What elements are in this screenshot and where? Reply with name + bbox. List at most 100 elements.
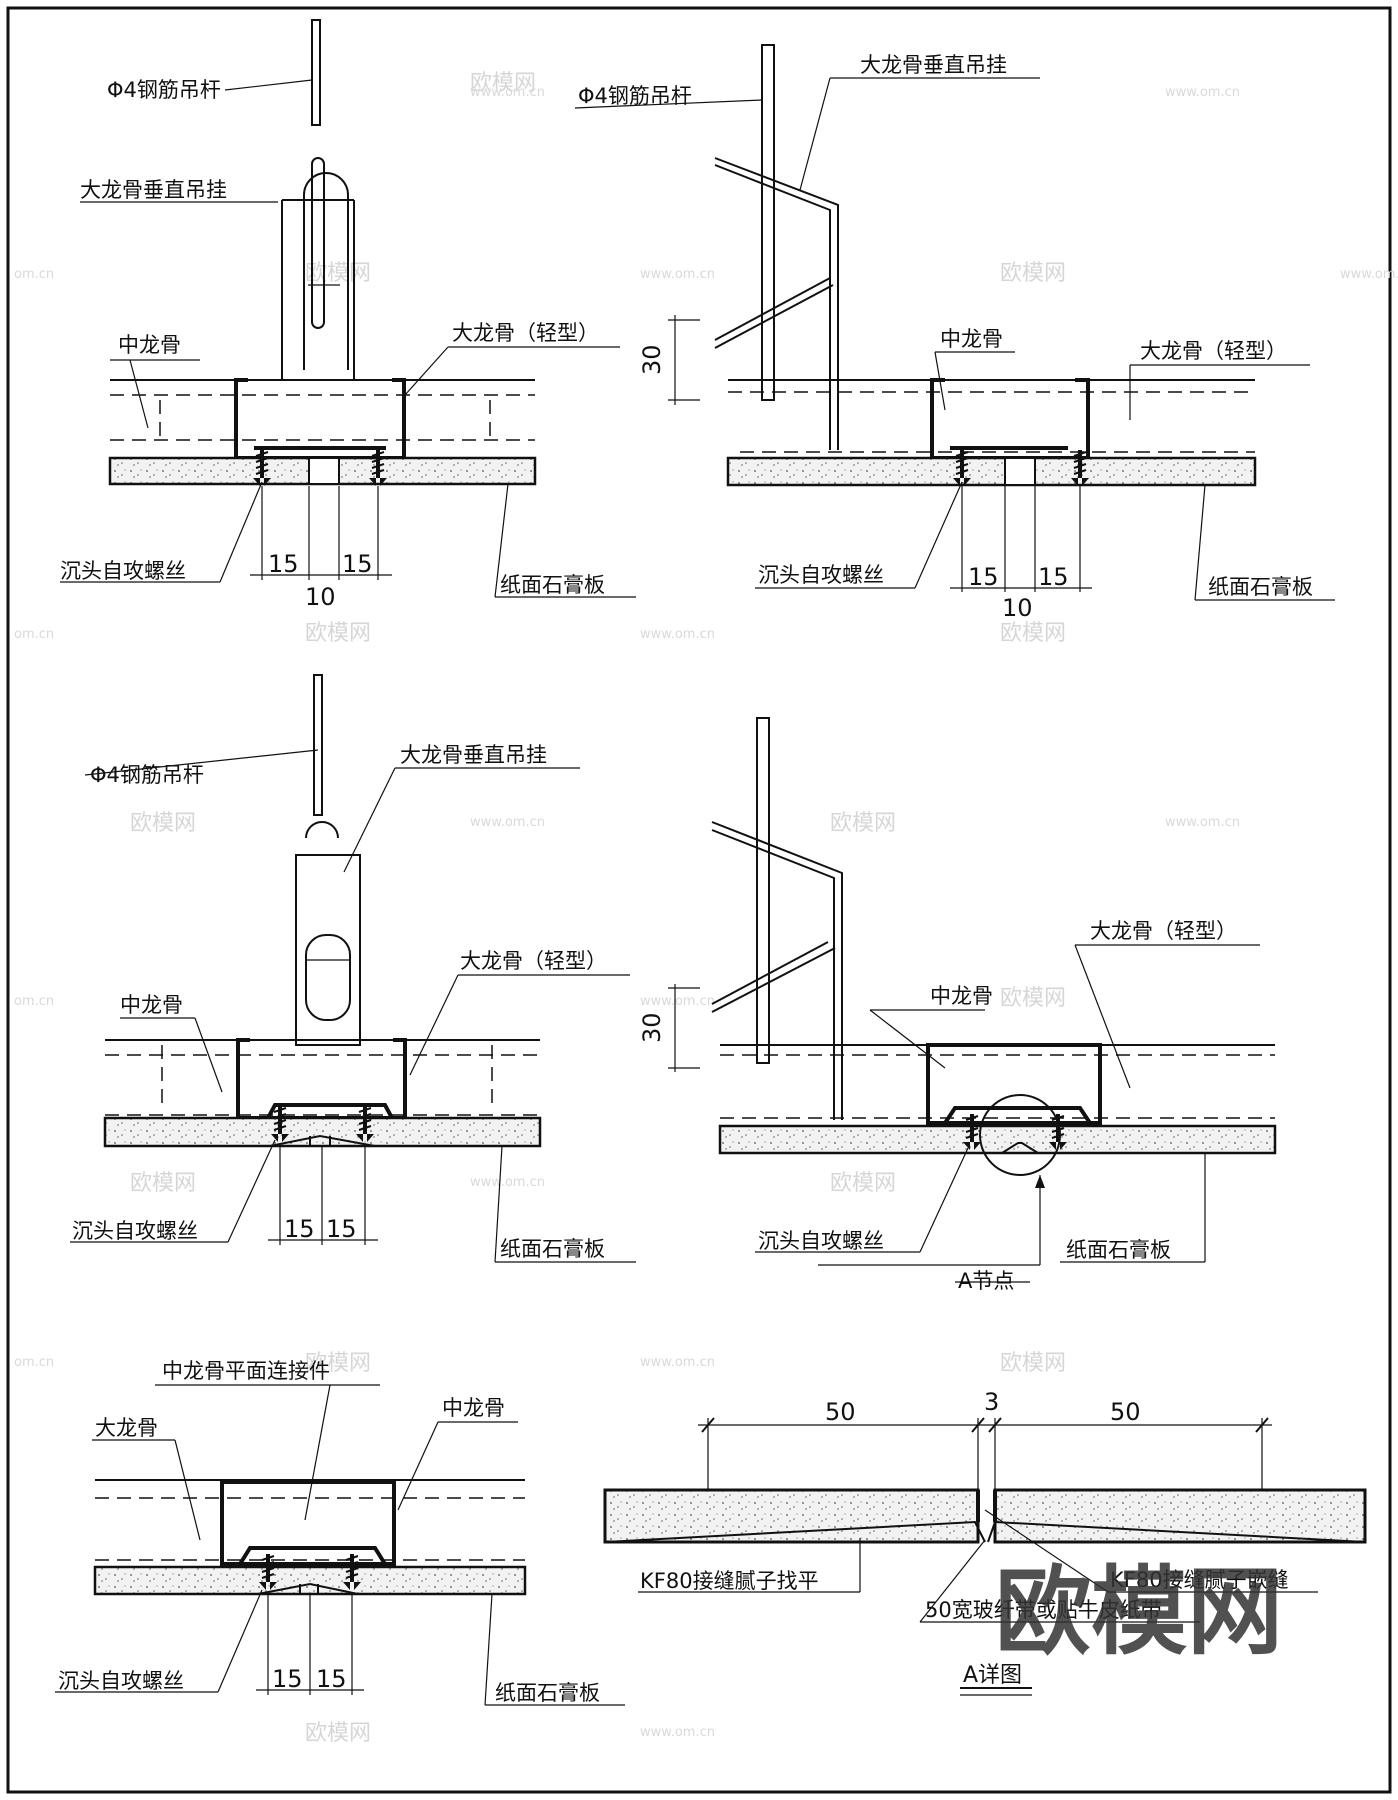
- detail-4: 30 A节点 中龙骨 大龙骨（轻型） 沉头自攻螺丝 纸面石膏板: [638, 717, 1277, 1293]
- watermark-site: om.cn: [14, 994, 54, 1009]
- dim-15: 15: [968, 563, 999, 591]
- vertical-hanger: [711, 821, 843, 1120]
- label-mid-keel: 中龙骨: [442, 1396, 505, 1420]
- watermark-logo: 欧模网: [305, 261, 371, 286]
- dim-10: 10: [305, 583, 336, 611]
- label-rod: Φ4钢筋吊杆: [90, 763, 204, 787]
- watermark-logo: 欧模网: [305, 1721, 371, 1746]
- dim-15: 15: [1038, 563, 1069, 591]
- label-screw: 沉头自攻螺丝: [758, 1229, 884, 1253]
- watermark-logo: 欧模网: [130, 1171, 196, 1196]
- gypsum-board-right: [993, 1488, 1367, 1544]
- label-screw: 沉头自攻螺丝: [758, 563, 884, 587]
- watermark-logo: 欧模网: [305, 1351, 371, 1376]
- mid-keel-channel: [926, 1043, 1102, 1125]
- dim-10: 10: [1002, 594, 1033, 622]
- detail-a: 50 50 3 KF80接缝腻子找平 KF80接缝腻子嵌缝 50宽玻纤带或贴牛皮…: [603, 1388, 1367, 1696]
- label-putty-level: KF80接缝腻子找平: [640, 1569, 819, 1593]
- gypsum-board: [93, 1565, 527, 1596]
- label-main-keel-light: 大龙骨（轻型）: [460, 949, 607, 973]
- watermark-logo: 欧模网: [830, 1171, 896, 1196]
- steel-rod: [756, 717, 770, 1064]
- vertical-hanger: [714, 157, 839, 450]
- label-board: 纸面石膏板: [495, 1681, 600, 1705]
- detail-5: 15 15 中龙骨平面连接件 大龙骨 中龙骨 沉头自攻螺丝 纸面石膏板: [55, 1359, 625, 1706]
- watermark-site: www.om.cn: [640, 1355, 715, 1370]
- gypsum-board-left: [603, 1488, 980, 1544]
- steel-rod: [313, 674, 323, 816]
- label-board: 纸面石膏板: [500, 1237, 605, 1261]
- watermark-logo: 欧模网: [1000, 986, 1066, 1011]
- gypsum-board: [103, 1116, 542, 1148]
- watermark-big-logo: 欧模网: [995, 1556, 1283, 1668]
- vertical-hanger: [295, 854, 361, 1046]
- watermark-logo: 欧模网: [1000, 1351, 1066, 1376]
- steel-rod: [311, 19, 321, 126]
- watermark-logo: 欧模网: [130, 811, 196, 836]
- watermark-site: www.om.cn: [470, 85, 545, 100]
- watermark-site: www.om.cn: [470, 815, 545, 830]
- watermark-site: www.om.cn: [1165, 815, 1240, 830]
- label-tape: 50宽玻纤带或贴牛皮纸带: [925, 1598, 1162, 1622]
- dim-15: 15: [268, 550, 299, 578]
- watermark-site: www.om.cn: [640, 994, 715, 1009]
- watermark-logo: 欧模网: [1000, 261, 1066, 286]
- label-connector: 中龙骨平面连接件: [162, 1359, 330, 1383]
- label-rod: Φ4钢筋吊杆: [107, 78, 221, 102]
- label-board: 纸面石膏板: [500, 573, 605, 597]
- detail-2: 30 15 15 10 Φ4钢筋吊杆 大龙骨垂直吊挂 中龙骨 大龙骨（轻型） 沉…: [574, 44, 1335, 622]
- mid-keel-channel: [220, 1480, 396, 1566]
- sheet-border: [6, 6, 1392, 1794]
- dim-30: 30: [638, 1012, 666, 1043]
- label-mid-keel: 中龙骨: [940, 327, 1003, 351]
- label-screw: 沉头自攻螺丝: [72, 1219, 198, 1243]
- label-board: 纸面石膏板: [1066, 1238, 1171, 1262]
- label-screw: 沉头自攻螺丝: [58, 1669, 184, 1693]
- watermark-logo: 欧模网: [305, 621, 371, 646]
- dim-15: 15: [326, 1215, 357, 1243]
- label-main-keel: 大龙骨: [95, 1416, 158, 1440]
- label-main-keel-light: 大龙骨（轻型）: [1140, 339, 1287, 363]
- label-hanger: 大龙骨垂直吊挂: [400, 743, 547, 767]
- watermarks: 欧模网 欧模网 欧模网 欧模网 欧模网 欧模网 欧模网 欧模网 欧模网 欧模网 …: [14, 71, 1398, 1746]
- label-mid-keel: 中龙骨: [118, 333, 181, 357]
- label-main-keel-light: 大龙骨（轻型）: [1090, 919, 1237, 943]
- label-hanger: 大龙骨垂直吊挂: [860, 53, 1007, 77]
- label-node-a: A节点: [958, 1269, 1014, 1293]
- watermark-site: om.cn: [14, 1355, 54, 1370]
- watermark-site: www.om.cn: [640, 267, 715, 282]
- detail-3: 15 15 Φ4钢筋吊杆 大龙骨垂直吊挂 中龙骨 大龙骨（轻型） 沉头自攻螺丝 …: [70, 674, 636, 1263]
- gypsum-board: [726, 456, 1257, 487]
- watermark-site: www.om.cn: [640, 1725, 715, 1740]
- detail-1: 15 15 10 Φ4钢筋吊杆 大龙骨垂直吊挂 中龙骨 大龙骨（轻型） 沉头自攻…: [60, 19, 636, 611]
- watermark-site: www.om.cn: [1165, 85, 1240, 100]
- detail-a-title: A详图: [963, 1663, 1022, 1688]
- watermark-site: www.om.cn: [640, 627, 715, 642]
- label-mid-keel: 中龙骨: [120, 993, 183, 1017]
- label-putty-fill: KF80接缝腻子嵌缝: [1110, 1568, 1289, 1592]
- watermark-logo: 欧模网: [830, 811, 896, 836]
- dim-50: 50: [1110, 1398, 1141, 1426]
- label-board: 纸面石膏板: [1208, 575, 1313, 599]
- dim-15: 15: [316, 1665, 347, 1693]
- dim-50: 50: [825, 1398, 856, 1426]
- vertical-hanger: [303, 172, 349, 370]
- label-screw: 沉头自攻螺丝: [60, 559, 186, 583]
- watermark-logo: 欧模网: [470, 71, 536, 96]
- dim-15: 15: [272, 1665, 303, 1693]
- dim-15: 15: [342, 550, 373, 578]
- label-hanger: 大龙骨垂直吊挂: [80, 178, 227, 202]
- watermark-site: www.om.cn: [1340, 267, 1398, 282]
- dim-3: 3: [984, 1388, 999, 1416]
- label-rod: Φ4钢筋吊杆: [578, 84, 692, 108]
- gypsum-board: [718, 1124, 1277, 1155]
- watermark-logo: 欧模网: [1000, 621, 1066, 646]
- steel-rod: [761, 44, 775, 401]
- watermark-site: www.om.cn: [470, 1175, 545, 1190]
- label-main-keel-light: 大龙骨（轻型）: [452, 321, 599, 345]
- watermark-site: om.cn: [14, 267, 54, 282]
- dim-15: 15: [284, 1215, 315, 1243]
- label-mid-keel: 中龙骨: [930, 984, 993, 1008]
